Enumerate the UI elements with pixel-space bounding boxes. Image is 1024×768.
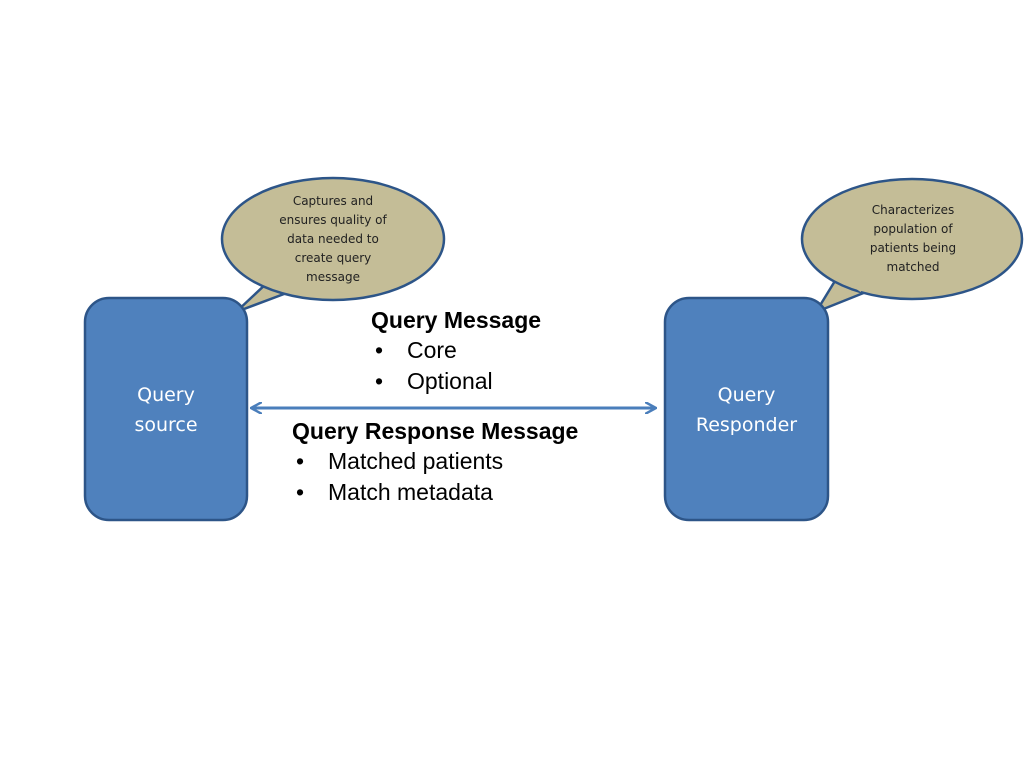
callout-responder-text: Characterizes population of patients bei… [833,201,993,277]
node-query-responder [663,296,830,522]
callout-responder-line: population of [873,222,953,236]
list-item-text: Core [407,337,457,363]
bullet-glyph: • [296,448,305,474]
list-item: • Optional [371,366,541,397]
query-responder-label-line2: Responder [695,414,798,436]
query-message-list: • Core • Optional [371,335,541,397]
node-query-source [83,296,249,522]
callout-responder-line: matched [886,260,940,274]
callout-source-text: Captures and ensures quality of data nee… [253,192,413,287]
query-message-block: Query Message • Core • Optional [371,305,541,397]
list-item-text: Matched patients [328,448,504,474]
callout-source-line: ensures quality of [279,213,387,227]
list-item: • Core [371,335,541,366]
callout-source-line: create query [294,251,372,265]
callout-source-line: Captures and [292,194,374,208]
query-response-message-block: Query Response Message • Matched patients… [292,416,578,508]
callout-source [220,176,446,314]
query-response-message-list: • Matched patients • Match metadata [292,446,578,508]
callout-responder-line: patients being [869,241,957,255]
list-item-text: Match metadata [328,479,493,505]
query-response-message-title: Query Response Message [292,418,579,444]
query-source-label-line1: Query [137,384,195,406]
query-source-label-line2: source [134,414,198,436]
callout-source-line: message [306,270,360,284]
query-source-label: Query source [85,380,247,440]
query-responder-label-line1: Query [717,384,776,406]
callout-responder-line: Characterizes [871,203,955,217]
callout-source-line: data needed to [287,232,379,246]
bullet-glyph: • [375,337,384,363]
query-responder-label: Query Responder [665,380,828,440]
list-item: • Match metadata [292,477,578,508]
bullet-glyph: • [296,479,305,505]
query-message-title: Query Message [371,307,542,333]
list-item-text: Optional [407,368,493,394]
callout-responder [800,177,1024,314]
list-item: • Matched patients [292,446,578,477]
bullet-glyph: • [375,368,384,394]
